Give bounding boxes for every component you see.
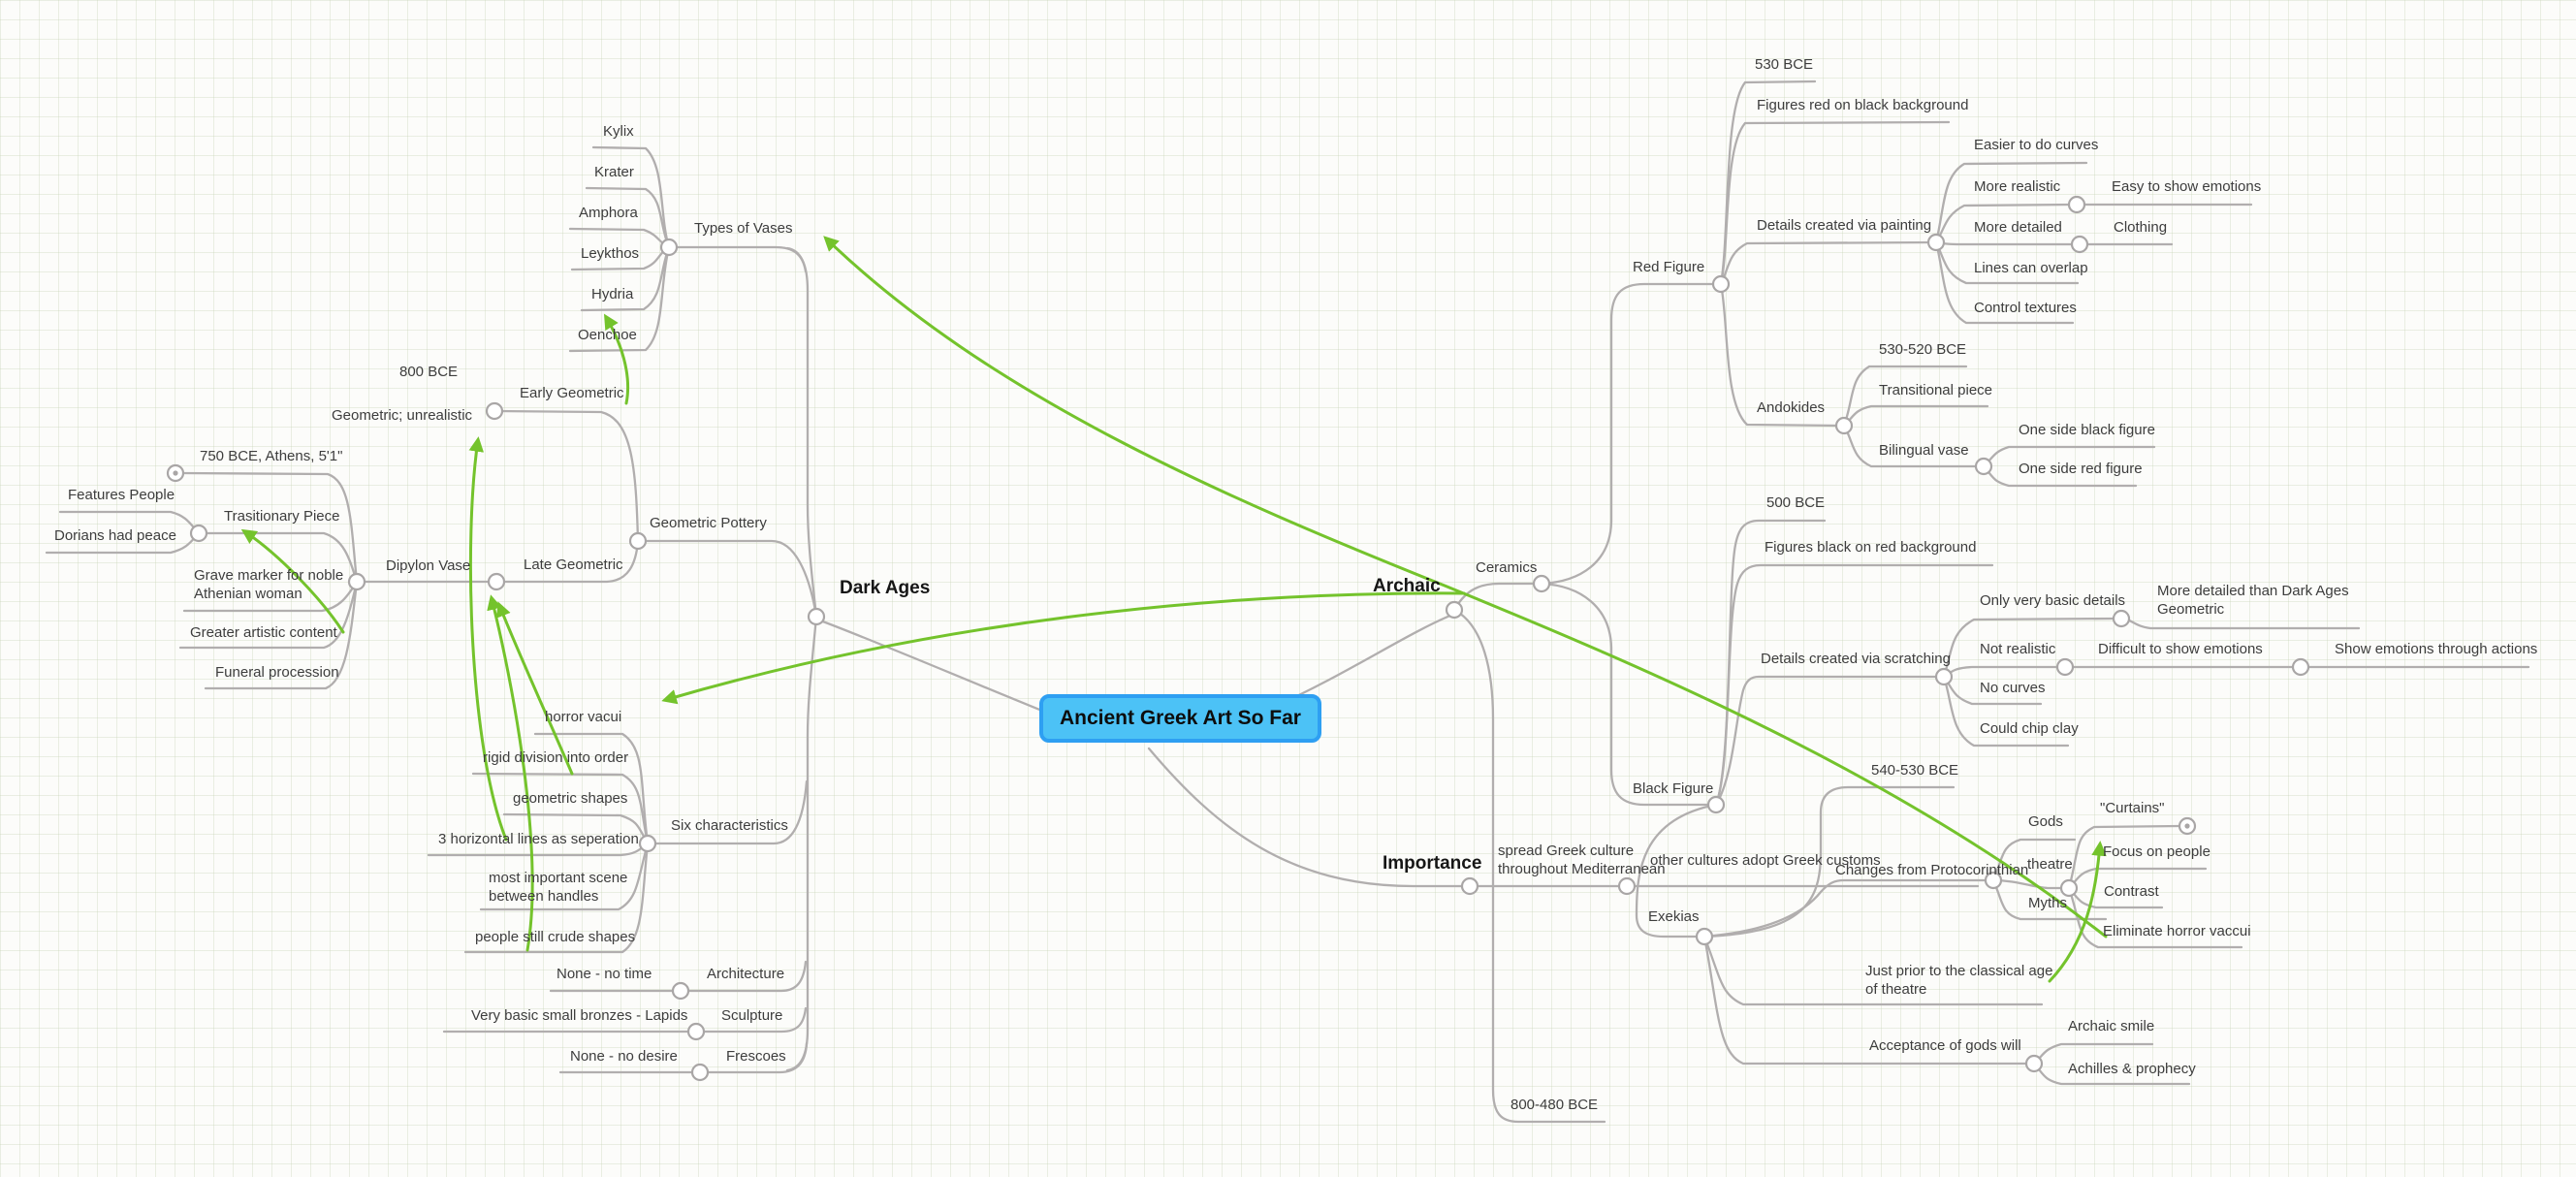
node-rf-details-painting[interactable]: Details created via painting [1757, 217, 1932, 234]
node-late-geometric[interactable]: Late Geometric [524, 557, 623, 573]
node-th-eliminate-horror[interactable]: Eliminate horror vaccui [2103, 923, 2251, 939]
node-red-figure[interactable]: Red Figure [1633, 259, 1705, 275]
node-dv-transitionary[interactable]: Trasitionary Piece [224, 508, 340, 525]
node-cp-gods[interactable]: Gods [2028, 813, 2063, 830]
node-types-of-vases[interactable]: Types of Vases [694, 220, 793, 237]
node-th-focus-people[interactable]: Focus on people [2103, 843, 2210, 860]
node-sc-rigid-division[interactable]: rigid division into order [483, 749, 629, 766]
node-sc-most-important[interactable]: most important scene between handles [489, 870, 628, 905]
annotation-arrows [240, 236, 2108, 983]
node-eg-geometric-unrealistic[interactable]: Geometric; unrealistic [332, 407, 473, 424]
node-bf-540-530-bce[interactable]: 540-530 BCE [1871, 762, 1959, 779]
node-importance[interactable]: Importance [1383, 853, 1482, 874]
node-sc-people-crude[interactable]: people still crude shapes [475, 929, 636, 945]
node-exe-acceptance[interactable]: Acceptance of gods will [1869, 1037, 2021, 1054]
node-tp-dorians[interactable]: Dorians had peace [54, 527, 176, 544]
node-kylix[interactable]: Kylix [603, 123, 634, 140]
node-tp-features-people[interactable]: Features People [68, 487, 175, 503]
node-exekias[interactable]: Exekias [1648, 908, 1700, 925]
node-amphora[interactable]: Amphora [579, 205, 638, 221]
node-ds-no-curves[interactable]: No curves [1980, 680, 2046, 696]
node-dp-control-textures[interactable]: Control textures [1974, 300, 2077, 316]
node-rf-figures-red[interactable]: Figures red on black background [1757, 97, 1969, 113]
node-oenchoe[interactable]: Oenchoe [578, 327, 637, 343]
node-bv-one-side-red[interactable]: One side red figure [2019, 461, 2143, 477]
arrow-to-transitionary [240, 528, 345, 634]
node-frescoes[interactable]: Frescoes [726, 1048, 786, 1065]
node-dp-easier-curves[interactable]: Easier to do curves [1974, 137, 2099, 153]
node-ds-not-realistic[interactable]: Not realistic [1980, 641, 2056, 657]
central-topic-node[interactable]: Ancient Greek Art So Far [1039, 694, 1321, 743]
node-dp-more-realistic[interactable]: More realistic [1974, 178, 2061, 195]
junction-dots [189, 195, 2310, 1082]
node-exe-changes-protocorinthian[interactable]: Changes from Protocorinthian [1835, 862, 2029, 878]
node-sculpture[interactable]: Sculpture [721, 1007, 783, 1024]
node-ag-achilles[interactable]: Achilles & prophecy [2068, 1061, 2196, 1077]
node-krater[interactable]: Krater [594, 164, 634, 180]
node-ds-show-emotions[interactable]: Show emotions through actions [2335, 641, 2538, 657]
node-early-geometric[interactable]: Early Geometric [520, 385, 624, 401]
node-fresc-none-no-desire[interactable]: None - no desire [570, 1048, 678, 1065]
arrow-to-types-of-vases [823, 236, 2108, 938]
node-rf-530-bce[interactable]: 530 BCE [1755, 56, 1814, 73]
node-ds-difficult-emotions[interactable]: Difficult to show emotions [2098, 641, 2263, 657]
branch-wires [45, 80, 2530, 1124]
node-dv-funeral[interactable]: Funeral procession [215, 664, 339, 681]
node-dark-ages[interactable]: Dark Ages [840, 578, 931, 598]
node-imp-other-cultures[interactable]: other cultures adopt Greek customs [1650, 852, 1881, 869]
arrow-to-hydria [603, 313, 630, 405]
node-bv-one-side-black[interactable]: One side black figure [2019, 422, 2155, 438]
node-th-contrast[interactable]: Contrast [2104, 883, 2159, 900]
ring-terminator-icons [166, 463, 2197, 836]
node-an-530-520-bce[interactable]: 530-520 BCE [1879, 341, 1967, 358]
node-an-transitional[interactable]: Transitional piece [1879, 382, 1993, 398]
node-ds-could-chip[interactable]: Could chip clay [1980, 720, 2079, 737]
node-dv-greater-artistic[interactable]: Greater artistic content [190, 624, 337, 641]
node-black-figure[interactable]: Black Figure [1633, 780, 1714, 797]
node-architecture[interactable]: Architecture [707, 966, 785, 982]
arrow-to-horror-vacui [661, 591, 1466, 705]
node-leykthos[interactable]: Leykthos [581, 245, 640, 262]
node-dp-lines-overlap[interactable]: Lines can overlap [1974, 260, 2088, 276]
node-ds-more-detailed-than[interactable]: More detailed than Dark Ages Geometric [2157, 583, 2349, 618]
node-ag-archaic-smile[interactable]: Archaic smile [2068, 1018, 2155, 1034]
node-exe-just-prior[interactable]: Just prior to the classical age of theat… [1865, 963, 2053, 998]
arrow-to-dipylon-1 [487, 594, 534, 952]
node-dv-750-bce[interactable]: 750 BCE, Athens, 5'1" [200, 448, 343, 464]
node-archaic-800-480-bce[interactable]: 800-480 BCE [1511, 1097, 1599, 1113]
node-dv-grave-marker[interactable]: Grave marker for noble Athenian woman [194, 567, 344, 602]
node-imp-spread[interactable]: spread Greek culture throughout Mediterr… [1498, 843, 1666, 877]
node-cp-theatre[interactable]: theatre [2027, 856, 2073, 873]
node-andokides[interactable]: Andokides [1757, 399, 1826, 416]
node-sc-horror-vacui[interactable]: horror vacui [545, 709, 622, 725]
node-cp-myths[interactable]: Myths [2028, 895, 2068, 911]
arrow-to-early-geometric [468, 436, 508, 842]
node-geometric-pottery[interactable]: Geometric Pottery [650, 515, 767, 531]
node-arch-none-no-time[interactable]: None - no time [557, 966, 652, 982]
node-bf-500-bce[interactable]: 500 BCE [1766, 494, 1826, 511]
node-bf-figures-black[interactable]: Figures black on red background [1765, 539, 1977, 556]
node-sc-geometric-shapes[interactable]: geometric shapes [513, 790, 628, 807]
node-bf-details-scratching[interactable]: Details created via scratching [1761, 651, 1951, 667]
node-an-bilingual-vase[interactable]: Bilingual vase [1879, 442, 1969, 459]
node-dp-clothing[interactable]: Clothing [2114, 219, 2168, 236]
node-hydria[interactable]: Hydria [591, 286, 634, 302]
arrow-to-dipylon-2 [496, 601, 574, 776]
node-ds-only-basic[interactable]: Only very basic details [1980, 592, 2126, 609]
node-sc-3-horizontal[interactable]: 3 horizontal lines as seperation [438, 831, 639, 847]
node-eg-800-bce[interactable]: 800 BCE [399, 364, 459, 380]
arrow-to-curtains [2048, 841, 2107, 983]
node-six-characteristics[interactable]: Six characteristics [671, 817, 788, 834]
node-dp-easy-emotions[interactable]: Easy to show emotions [2112, 178, 2262, 195]
node-sculpt-very-basic[interactable]: Very basic small bronzes - Lapids [471, 1007, 688, 1024]
node-th-curtains[interactable]: "Curtains" [2100, 800, 2165, 816]
node-ceramics[interactable]: Ceramics [1476, 559, 1538, 576]
node-archaic[interactable]: Archaic [1373, 576, 1441, 596]
node-dp-more-detailed[interactable]: More detailed [1974, 219, 2062, 236]
node-dipylon-vase[interactable]: Dipylon Vase [386, 557, 471, 574]
